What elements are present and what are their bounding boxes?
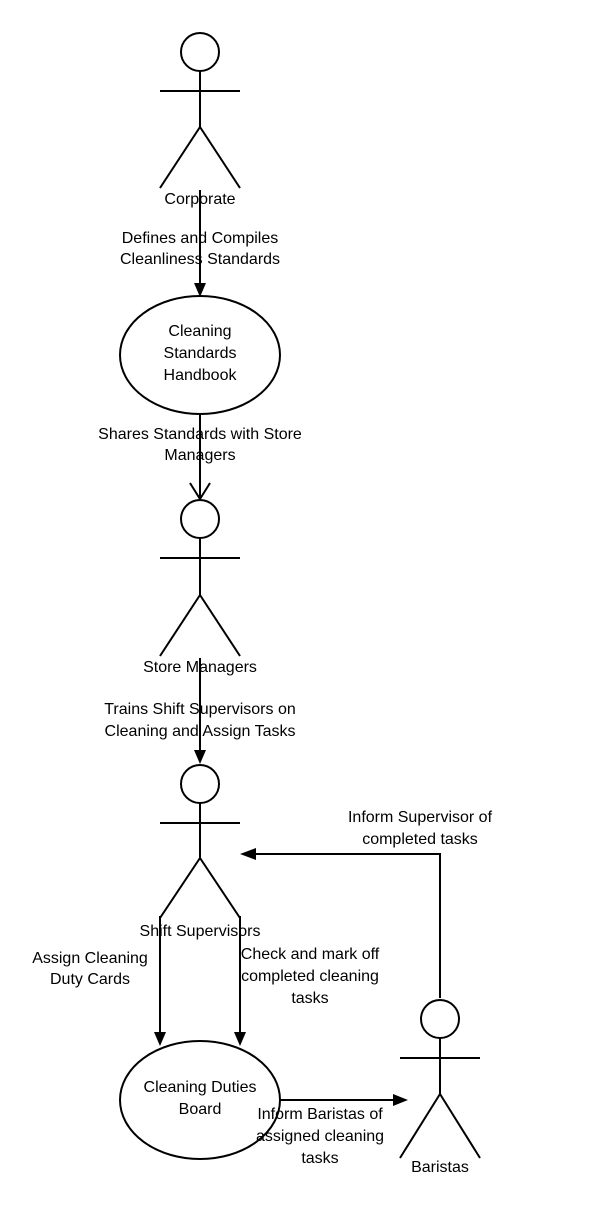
actor-store-managers: Store Managers xyxy=(143,499,257,676)
edge-label-shares: Shares Standards with Store Managers xyxy=(98,426,302,464)
edge-label-line: Check and mark off xyxy=(241,946,380,963)
connector-baristas-to-shift-supervisors xyxy=(240,848,441,998)
arrowhead xyxy=(154,1032,166,1046)
usecase-label-line: Standards xyxy=(164,345,237,362)
edge-label-line: Cleanliness Standards xyxy=(120,251,280,268)
edge-label-line: Shares Standards with Store xyxy=(98,426,302,443)
usecase-label-line: Board xyxy=(179,1101,222,1118)
connector-store-managers-to-shift-supervisors xyxy=(194,658,206,764)
edge-label-line: Defines and Compiles xyxy=(122,230,279,247)
edge-label-line: tasks xyxy=(301,1150,338,1167)
edge-label-line: Inform Supervisor of xyxy=(348,809,493,826)
edge-label-trains: Trains Shift Supervisors on Cleaning and… xyxy=(104,701,295,740)
actor-baristas: Baristas xyxy=(399,999,481,1176)
edge-label-inform-baristas: Inform Baristas of assigned cleaning tas… xyxy=(256,1106,384,1167)
edge-label-line: completed cleaning xyxy=(241,968,379,985)
connector-board-to-baristas xyxy=(280,1094,408,1106)
actor-label-corporate: Corporate xyxy=(164,191,235,208)
edge-label-defines: Defines and Compiles Cleanliness Standar… xyxy=(120,230,280,268)
edge-label-line: Duty Cards xyxy=(50,971,130,988)
edge-label-line: tasks xyxy=(291,990,328,1007)
arrowhead xyxy=(393,1094,408,1106)
connector-corporate-to-handbook xyxy=(194,190,206,297)
connector-assign-cards xyxy=(154,916,166,1046)
actor-head xyxy=(180,32,220,72)
actor-label-store-managers: Store Managers xyxy=(143,659,257,676)
arrowhead xyxy=(240,848,256,860)
edge-label-inform-supervisor: Inform Supervisor of completed tasks xyxy=(348,809,493,848)
edge-label-line: Trains Shift Supervisors on xyxy=(104,701,295,718)
actor-shift-supervisors: Shift Supervisors xyxy=(140,764,261,940)
actor-label-baristas: Baristas xyxy=(411,1159,469,1176)
actor-head xyxy=(180,499,220,539)
edge-label-line: Assign Cleaning xyxy=(32,950,148,967)
usecase-cleaning-standards-handbook: Cleaning Standards Handbook xyxy=(119,295,281,415)
arrowhead xyxy=(194,283,206,297)
arrowhead xyxy=(234,1032,246,1046)
usecase-cleaning-duties-board: Cleaning Duties Board xyxy=(119,1040,281,1160)
edge-label-assign-cards: Assign Cleaning Duty Cards xyxy=(32,950,148,988)
actor-head xyxy=(420,999,460,1039)
edge-label-line: Inform Baristas of xyxy=(257,1106,383,1123)
edge-label-check-mark: Check and mark off completed cleaning ta… xyxy=(241,946,380,1007)
usecase-label-line: Handbook xyxy=(164,367,238,384)
actor-head xyxy=(180,764,220,804)
actor-label-shift-supervisors: Shift Supervisors xyxy=(140,923,261,940)
edge-label-line: assigned cleaning xyxy=(256,1128,384,1145)
edge-label-line: Cleaning and Assign Tasks xyxy=(105,723,296,740)
usecase-label-line: Cleaning xyxy=(168,323,231,340)
usecase-label-line: Cleaning Duties xyxy=(144,1079,257,1096)
actor-corporate: Corporate xyxy=(159,32,241,208)
edge-label-line: Managers xyxy=(164,447,235,464)
edge-label-line: completed tasks xyxy=(362,831,478,848)
connector-check-mark-off xyxy=(234,916,246,1046)
arrowhead xyxy=(194,750,206,764)
